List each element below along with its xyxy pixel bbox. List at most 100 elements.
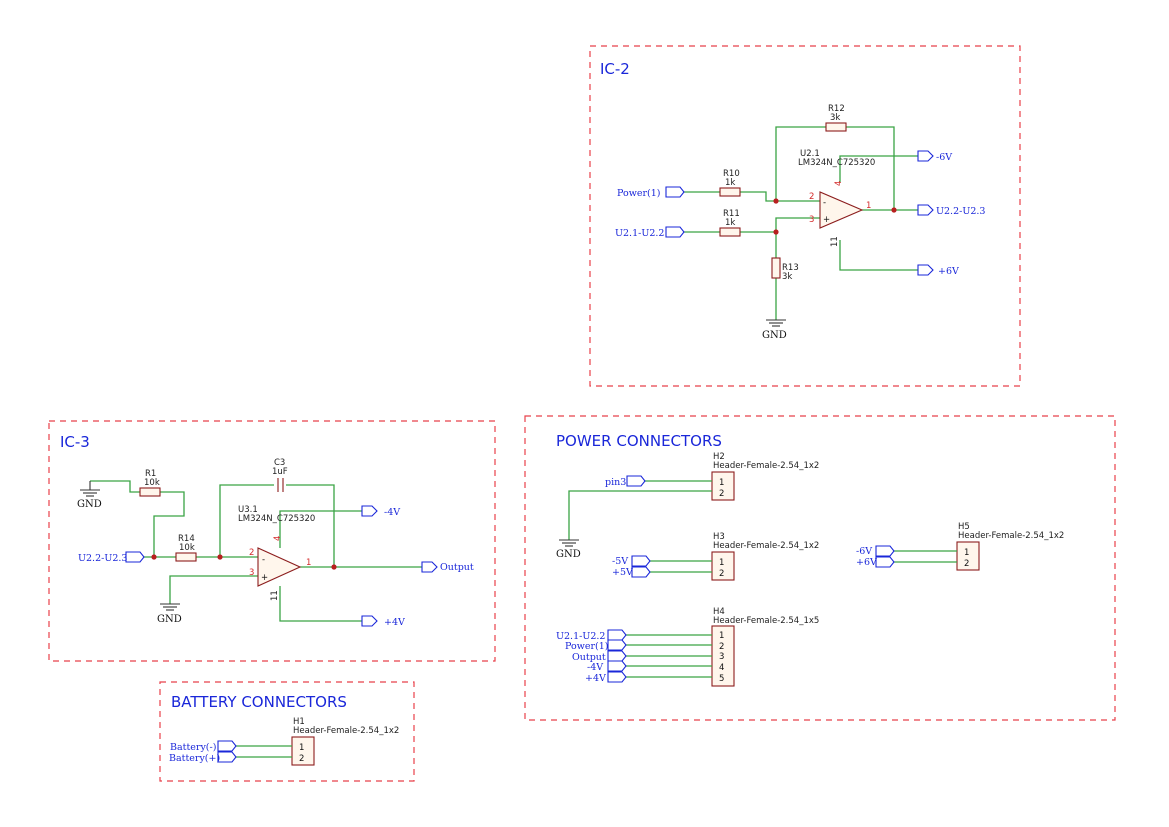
ic2-r13-ref: R13 (782, 263, 799, 273)
h3-pin1: 1 (719, 558, 724, 568)
ic2-ground-icon (766, 319, 786, 327)
h3-ref: H3 (713, 532, 725, 542)
ic2-r12-ref: R12 (828, 104, 845, 114)
ic3-net-flag-in (125, 551, 145, 563)
h2-value: Header-Female-2.54_1x2 (713, 461, 819, 471)
ic2-opamp-minus: - (823, 198, 826, 208)
h4-pin3: 3 (719, 652, 724, 662)
h4-pin4: 4 (719, 663, 724, 673)
h4-net-flag-2 (607, 639, 627, 651)
ic3-r14-ref: R14 (178, 534, 195, 544)
h2-ground-icon (559, 539, 579, 547)
ic3-c3-body (277, 478, 284, 492)
sheet-ic2-frame (589, 45, 1021, 387)
h1-value: Header-Female-2.54_1x2 (293, 726, 399, 736)
h2-ground-label: GND (556, 549, 581, 560)
h1-net-flag-2 (217, 751, 237, 763)
h4-net-flag-5 (607, 671, 627, 683)
ic2-net-flag-in2 (665, 226, 685, 238)
ic2-net-flag-vneg (917, 150, 934, 162)
ic2-net-vpos: +6V (938, 266, 959, 277)
h1-pin2: 2 (299, 754, 304, 764)
h4-net-flag-1 (607, 629, 627, 641)
h1-body (291, 736, 315, 766)
ic3-net-out: Output (440, 562, 474, 573)
ic3-opamp-value: LM324N_C725320 (238, 514, 315, 524)
sheet-battery-title: BATTERY CONNECTORS (171, 693, 347, 711)
ic2-r10-ref: R10 (723, 169, 740, 179)
h2-net-1: pin3 (605, 477, 626, 488)
ic3-opamp-minus: - (262, 555, 265, 565)
sheet-ic3-title: IC-3 (60, 433, 90, 451)
ic3-ground2-label: GND (157, 614, 182, 625)
h1-net-2: Battery(+) (169, 753, 220, 764)
ic3-net-flag-vneg (361, 505, 378, 517)
ic3-r1-ref: R1 (145, 469, 156, 479)
ic3-circuit: R1 10k R14 10k C3 1uF - + 2 3 1 4 11 U3.… (77, 458, 474, 628)
ic2-r12-body (825, 122, 847, 132)
h3-body (711, 551, 735, 581)
h5-net-flag-1 (875, 545, 895, 557)
ic2-r10-body (719, 187, 741, 197)
h1-pin1: 1 (299, 743, 304, 753)
battery-connectors: H1 Header-Female-2.54_1x2 1 2 Battery(-)… (169, 717, 399, 766)
ic3-opamp-symbol (257, 547, 302, 587)
ic3-r14-value: 10k (179, 543, 195, 553)
ic2-circuit: R10 1k R11 1k R12 3k R13 3k - + 2 3 1 4 … (615, 104, 985, 341)
ic3-r1-body (139, 487, 161, 497)
h3-net-1: -5V (612, 556, 628, 567)
ic3-net-vneg: -4V (384, 507, 400, 518)
ic2-r11-ref: R11 (723, 209, 740, 219)
ic2-r13-value: 3k (782, 272, 792, 282)
ic2-opamp-value: LM324N_C725320 (798, 158, 875, 168)
ic2-net-flag-in1 (665, 186, 685, 198)
h4-net-flag-3 (607, 650, 627, 662)
h4-net-5: +4V (585, 673, 606, 684)
h1-net-flag-1 (217, 740, 237, 752)
sheet-battery-frame (159, 681, 415, 782)
h3-net-flag-2 (631, 566, 651, 578)
ic2-net-flag-out (917, 204, 934, 216)
ic2-r11-body (719, 227, 741, 237)
h5-pin2: 2 (964, 559, 969, 569)
h2-body (711, 471, 735, 501)
ic2-r12-value: 3k (830, 113, 840, 123)
h4-net-3: Output (572, 652, 606, 663)
ic3-c3-ref: C3 (274, 458, 285, 468)
h4-pin5: 5 (719, 674, 724, 684)
ic3-r1-value: 10k (144, 478, 160, 488)
ic3-ground1-label: GND (77, 499, 102, 510)
h1-ref: H1 (293, 717, 305, 727)
h2-ref: H2 (713, 452, 725, 462)
ic2-r11-value: 1k (725, 218, 735, 228)
ic2-opamp-pin11: 11 (830, 236, 840, 247)
ic3-opamp-plus: + (261, 573, 268, 583)
h4-value: Header-Female-2.54_1x5 (713, 616, 819, 626)
ic3-ground2-icon (160, 603, 180, 611)
ic3-opamp-ref: U3.1 (238, 505, 258, 515)
h4-ref: H4 (713, 607, 725, 617)
ic3-opamp-pin4: 4 (273, 536, 283, 541)
h3-net-2: +5V (612, 567, 633, 578)
h5-net-2: +6V (856, 557, 877, 568)
h4-net-4: -4V (587, 662, 603, 673)
ic2-opamp-symbol (819, 191, 864, 229)
h4-net-2: Power(1) (565, 641, 608, 652)
h3-value: Header-Female-2.54_1x2 (713, 541, 819, 551)
ic2-opamp-pin1: 1 (866, 201, 871, 211)
h2-pin1: 1 (719, 478, 724, 488)
h5-value: Header-Female-2.54_1x2 (958, 531, 1064, 541)
h1-net-1: Battery(-) (170, 742, 216, 753)
ic3-ground1-icon (80, 481, 100, 497)
h4-net-flag-4 (607, 660, 627, 672)
ic2-opamp-pin3: 3 (809, 215, 814, 225)
ic3-net-in: U2.2-U2.3 (78, 553, 127, 564)
h5-pin1: 1 (964, 548, 969, 558)
ic2-net-in1: Power(1) (617, 188, 660, 199)
power-connectors: H2 Header-Female-2.54_1x2 1 2 pin3 GND H… (556, 452, 1064, 687)
h4-net-1: U2.1-U2.2 (556, 631, 605, 642)
ic2-opamp-ref: U2.1 (800, 149, 820, 159)
h5-body (956, 541, 980, 571)
ic2-opamp-pin2: 2 (809, 192, 814, 202)
